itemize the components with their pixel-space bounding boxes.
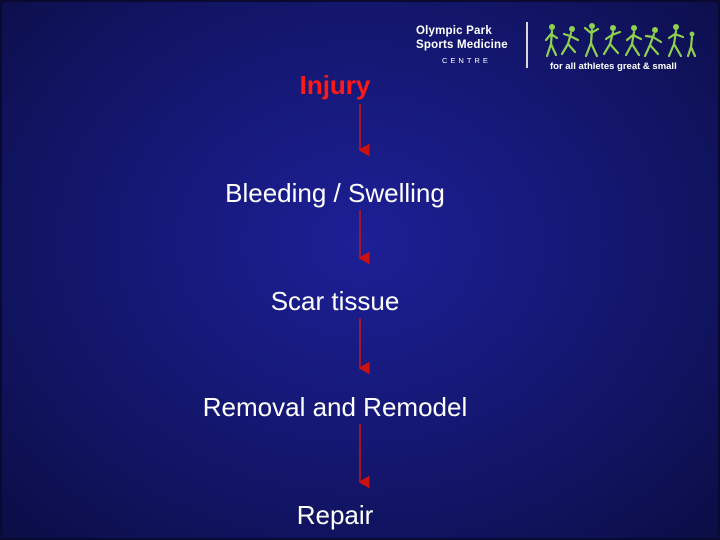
logo-org-name: Olympic Park Sports Medicine CENTRE — [416, 24, 516, 68]
logo-tagline: for all athletes great & small — [550, 61, 677, 72]
flow-step-bleeding: Bleeding / Swelling — [0, 178, 720, 208]
flow-step-removal: Removal and Remodel — [0, 392, 720, 422]
flow-step-injury: Injury — [0, 70, 720, 100]
logo-line2: Sports Medicine — [416, 39, 508, 51]
step-label: Repair — [296, 500, 374, 530]
logo-line1: Olympic Park — [416, 25, 492, 37]
flow-step-scar-tissue: Scar tissue — [0, 286, 720, 316]
step-label: Scar tissue — [270, 286, 400, 316]
athlete-silhouettes-icon — [544, 23, 697, 58]
logo-line3: CENTRE — [442, 56, 491, 65]
step-label: Bleeding / Swelling — [225, 178, 445, 208]
flow-step-repair: Repair — [0, 500, 720, 530]
logo-divider — [526, 22, 528, 68]
logo: Olympic Park Sports Medicine CENTRE — [400, 14, 710, 76]
step-label: Injury — [299, 70, 371, 100]
step-label: Removal and Remodel — [202, 392, 468, 422]
